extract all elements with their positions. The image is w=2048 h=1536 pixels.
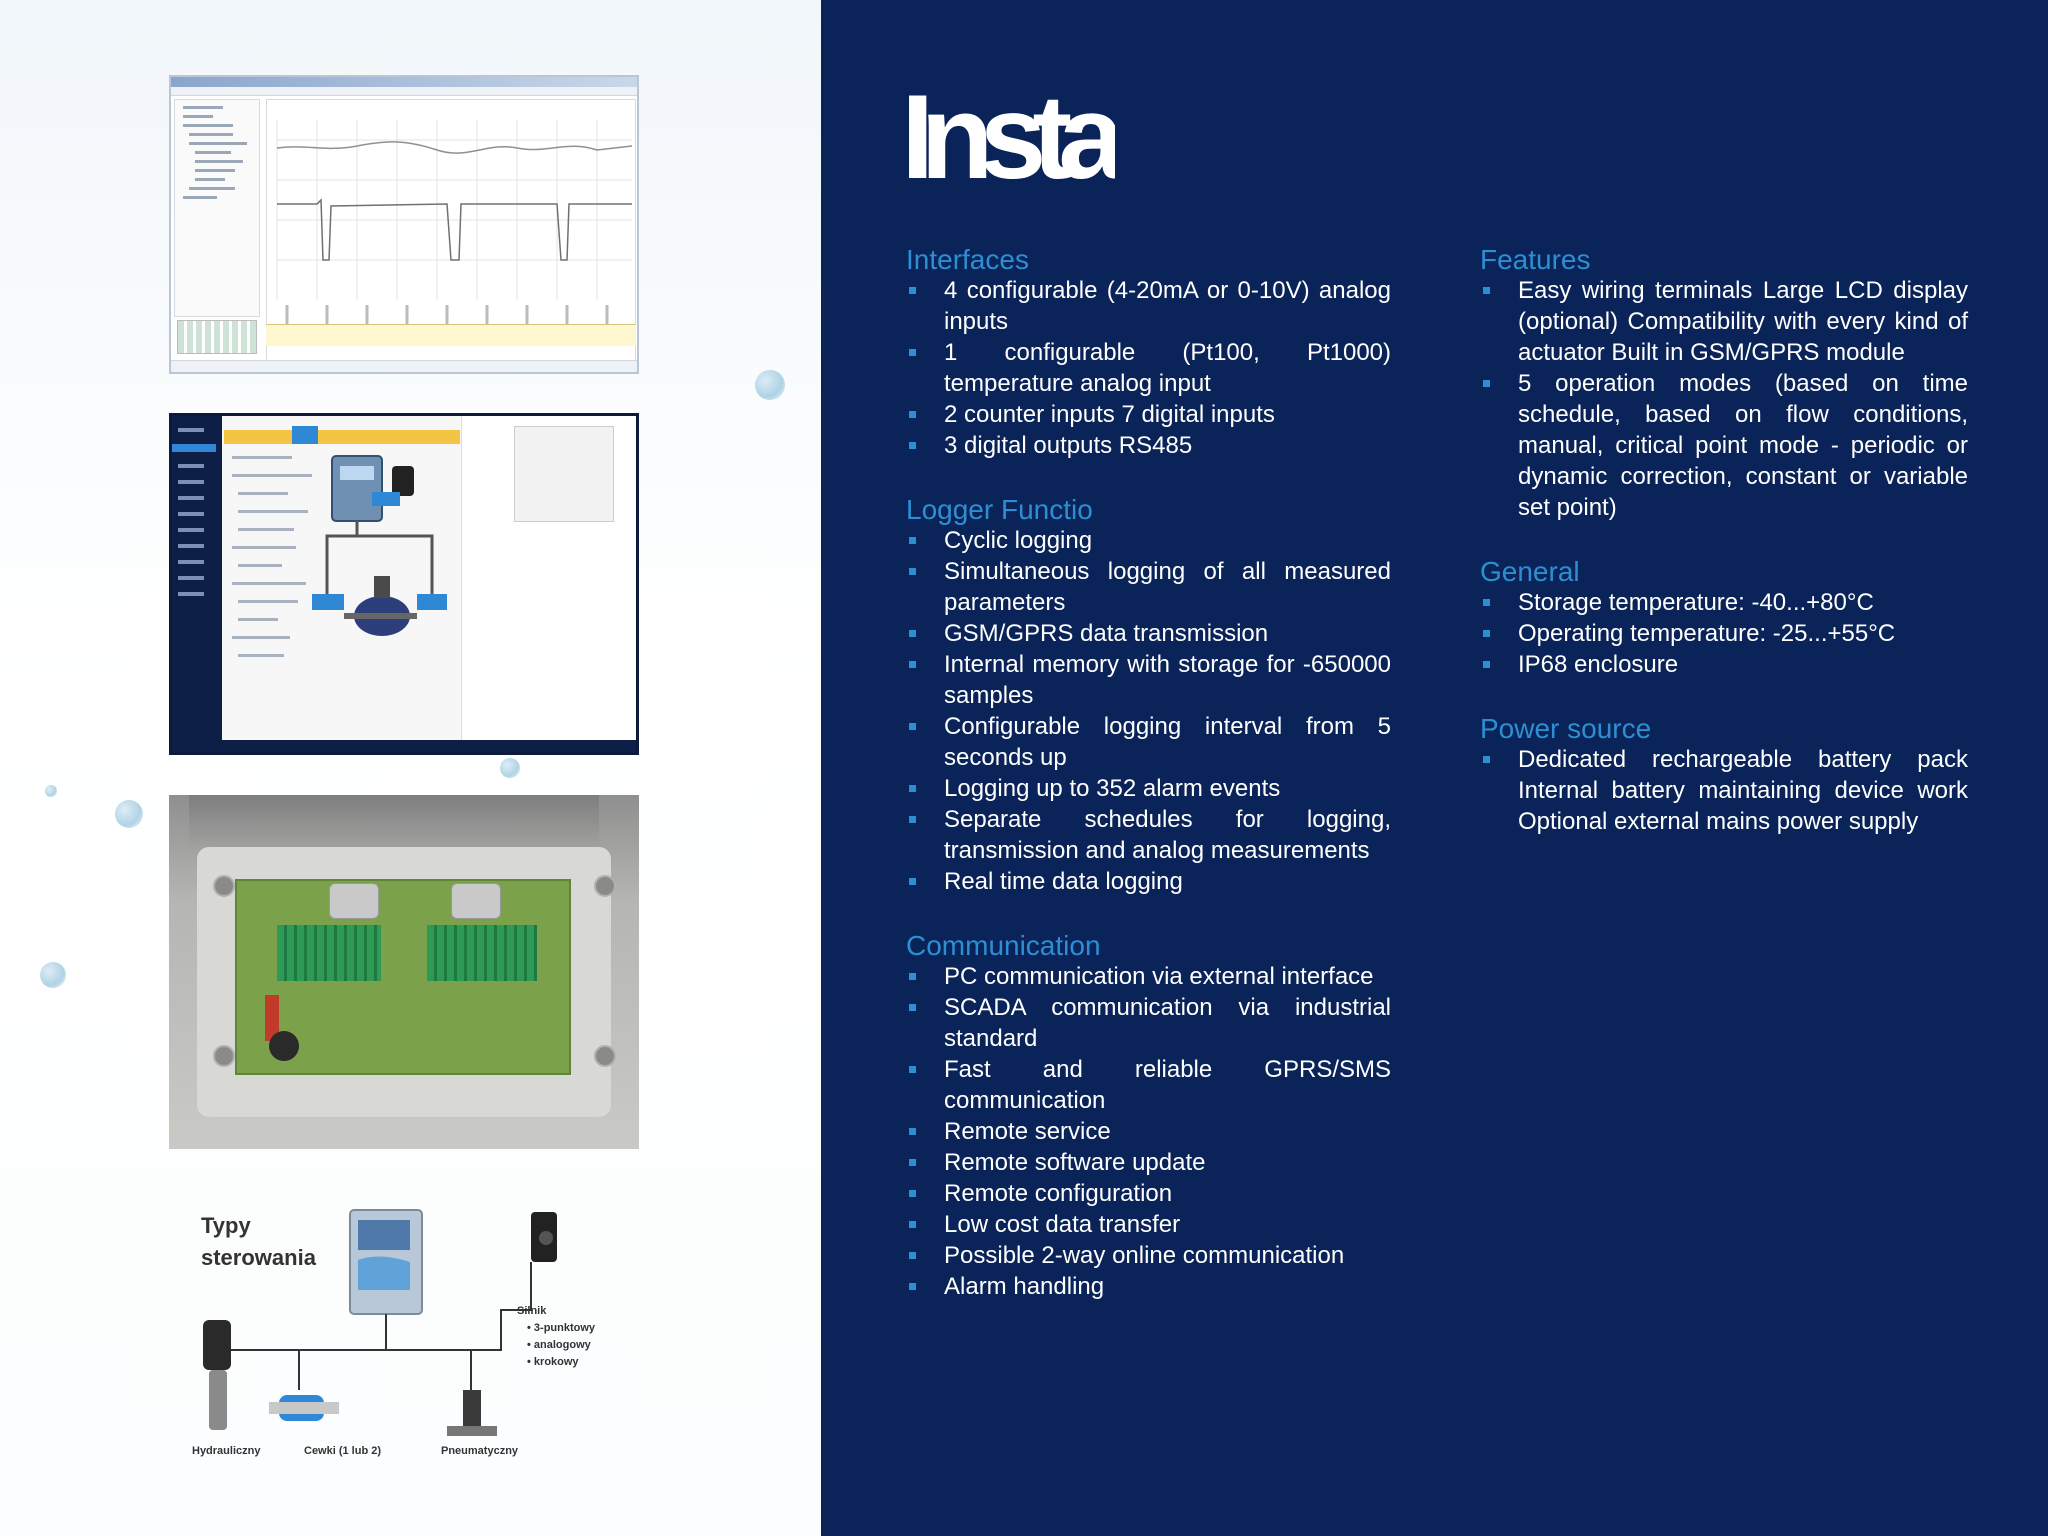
list-item: 5 operation modes (based on time schedul… [1480,368,1968,523]
diagram-title-line-1: Typy [201,1213,251,1238]
section-heading: Power source [1480,713,1652,744]
coils-label: Cewki (1 lub 2) [304,1445,382,1457]
list-item: SCADA communication via industrial stand… [906,992,1391,1054]
power-section: Power source Dedicated rechargeable batt… [1480,713,1968,837]
hydraulic-label: Hydrauliczny [192,1445,261,1457]
list-item: Remote configuration [906,1178,1391,1209]
motor-options-list: 3-punktowy analogowy krokowy [527,1320,595,1371]
list-item: Real time data logging [906,866,1391,897]
general-section: General Storage temperature: -40...+80°C… [1480,556,1968,680]
motor-option: analogowy [527,1337,595,1354]
features-list: Easy wiring terminals Large LCD display … [1480,275,1968,523]
section-heading: Logger Functio [906,494,1093,525]
list-item: Dedicated rechargeable battery pack Inte… [1480,744,1968,837]
logger-section: Logger Functio Cyclic logging Simultaneo… [906,494,1391,897]
window-statusbar [171,360,637,372]
list-item: 1 configurable (Pt100, Pt1000) temperatu… [906,337,1391,399]
list-item: Configurable logging interval from 5 sec… [906,711,1391,773]
list-item: PC communication via external interface [906,961,1391,992]
list-item: Possible 2-way online communication [906,1240,1391,1271]
graph-plot [276,120,633,325]
window-menubar [171,87,637,96]
water-drop [40,962,66,988]
general-list: Storage temperature: -40...+80°C Operati… [1480,587,1968,680]
pneumatic-label: Pneumatyczny [441,1445,519,1457]
list-item: Storage temperature: -40...+80°C [1480,587,1968,618]
list-item: Remote software update [906,1147,1391,1178]
measurement-graph [266,99,636,367]
software-chart-screenshot [169,75,639,374]
list-item: Simultaneous logging of all measured par… [906,556,1391,618]
list-item: Separate schedules for logging, transmis… [906,804,1391,866]
software-config-screenshot [169,413,639,755]
mounting-hole [213,875,235,897]
battery-cell [269,1031,299,1061]
interfaces-list: 4 configurable (4-20mA or 0-10V) analog … [906,275,1391,461]
list-item: GSM/GPRS data transmission [906,618,1391,649]
diagram-title-line-2: sterowania [201,1245,316,1270]
list-item: Fast and reliable GPRS/SMS communication [906,1054,1391,1116]
control-types-drawing [203,1209,557,1436]
series-legend [266,324,636,346]
image-panel: Typy sterowania Silnik 3-punktowy analog… [0,0,821,1536]
mounting-hole [594,1045,616,1067]
list-item: Logging up to 352 alarm events [906,773,1391,804]
water-drop [45,785,57,797]
mounting-hole [213,1045,235,1067]
list-item: Cyclic logging [906,525,1391,556]
thumbnail-strip [177,320,257,354]
communication-section: Communication PC communication via exter… [906,930,1391,1302]
logger-list: Cyclic logging Simultaneous logging of a… [906,525,1391,897]
mounting-hole [594,875,616,897]
list-item: Internal memory with storage for -650000… [906,649,1391,711]
list-item: 2 counter inputs 7 digital inputs [906,399,1391,430]
connector [329,883,379,919]
list-item: Alarm handling [906,1271,1391,1302]
water-drop [115,800,143,828]
list-item: Operating temperature: -25...+55°C [1480,618,1968,649]
communication-list: PC communication via external interface … [906,961,1391,1302]
list-item: IP68 enclosure [1480,649,1968,680]
section-heading: General [1480,556,1580,587]
insta-logo: Insta [901,86,1115,188]
list-item: 4 configurable (4-20mA or 0-10V) analog … [906,275,1391,337]
features-section: Features Easy wiring terminals Large LCD… [1480,244,1968,523]
motor-option: krokowy [527,1354,595,1371]
device-tree [174,99,260,317]
battery-lead [265,995,279,1041]
window-titlebar [171,77,637,87]
terminal-block [427,925,537,981]
list-item: 3 digital outputs RS485 [906,430,1391,461]
section-heading: Features [1480,244,1591,275]
spec-panel: Insta Interfaces 4 configurable (4-20mA … [821,0,2048,1536]
config-footer [172,740,636,752]
water-drop [500,758,520,778]
spec-column-left: Interfaces 4 configurable (4-20mA or 0-1… [906,244,1391,1335]
list-item: Easy wiring terminals Large LCD display … [1480,275,1968,368]
device-info-box [514,426,614,522]
motor-option: 3-punktowy [527,1320,595,1337]
interfaces-section: Interfaces 4 configurable (4-20mA or 0-1… [906,244,1391,461]
device-interior-photo [169,795,639,1149]
control-types-diagram: Typy sterowania Silnik 3-punktowy analog… [169,1190,639,1490]
section-heading: Communication [906,930,1101,961]
water-drop [755,370,785,400]
connector [451,883,501,919]
config-nav [172,416,222,752]
list-item: Remote service [906,1116,1391,1147]
terminal-block [277,925,381,981]
spec-column-right: Features Easy wiring terminals Large LCD… [1480,244,1968,870]
system-schematic [292,426,447,636]
power-list: Dedicated rechargeable battery pack Inte… [1480,744,1968,837]
enclosure-lid [189,795,599,855]
svg-text:Insta: Insta [901,86,1115,188]
section-heading: Interfaces [906,244,1029,275]
list-item: Low cost data transfer [906,1209,1391,1240]
motor-label: Silnik [517,1305,547,1317]
